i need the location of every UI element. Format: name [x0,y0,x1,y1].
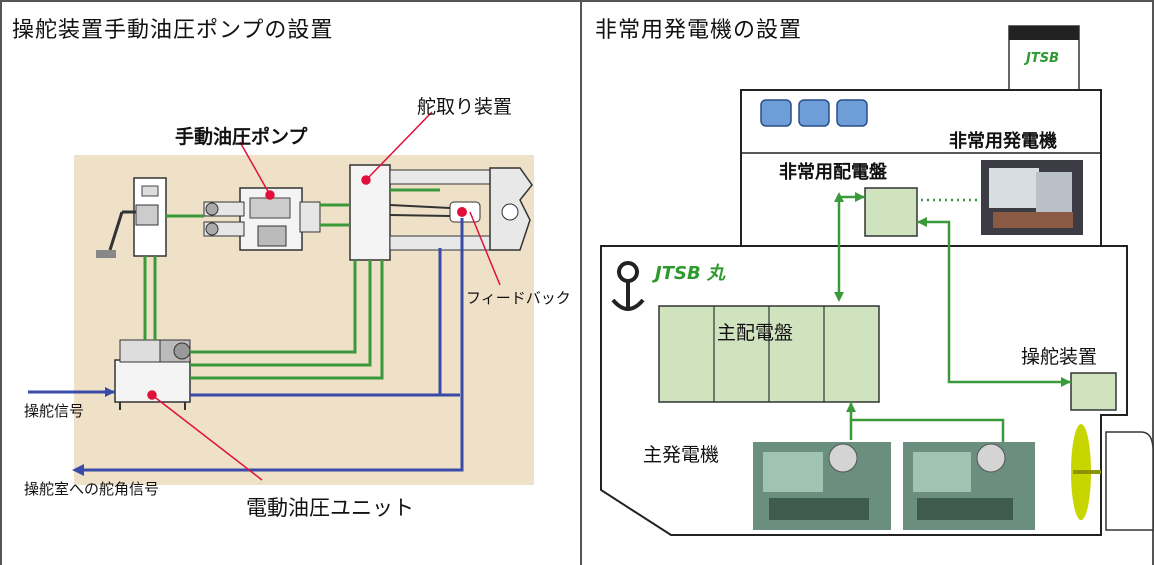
rudder-icon [1105,431,1154,531]
main-switchboard-box [658,305,880,403]
rudder-angle-arrowhead [72,464,84,476]
emergency-generator-photo [981,160,1083,235]
feedback-label: フィードバック [466,289,571,307]
emergency-switchboard-box [864,187,918,237]
frame-right [1152,0,1154,565]
power-unit-label: 電動油圧ユニット [246,496,414,520]
steering-signal-arrowhead [105,387,115,397]
hand-pump-diagram [28,111,534,485]
funnel-label: JTSB [1026,51,1059,66]
hand-pump-label: 手動油圧ポンプ [175,126,308,148]
blue-signal-lines [28,218,464,472]
steering-gear-label: 舵取り装置 [417,96,513,118]
emergency-switchboard-label: 非常用配電盤 [779,162,887,183]
electric-hydraulic-unit-icon [114,339,191,410]
rudder-angle-signal-label: 操舵室への舵角信号 [24,480,160,498]
panel-divider [580,0,582,565]
steering-signal-label: 操舵信号 [24,402,85,420]
green-hydraulic-pipes [143,188,440,380]
main-generator-label: 主発電機 [643,444,720,466]
control-stand-icon [96,177,167,258]
hand-pump-panel: 操舵装置手動油圧ポンプの設置 [12,18,571,520]
funnel-icon [1008,25,1080,91]
main-generator-photo-2 [903,442,1035,530]
right-panel-title: 非常用発電機の設置 [595,18,803,43]
bridge-windows [760,99,868,127]
hand-hydraulic-pump-icon [203,187,321,251]
red-pointers [147,111,501,481]
ship-diagram [600,25,1154,536]
frame-top [0,0,1154,2]
main-switchboard-label: 主配電盤 [717,322,794,344]
left-panel-title: 操舵装置手動油圧ポンプの設置 [12,18,334,43]
emergency-generator-panel: 非常用発電機の設置 [581,0,1154,565]
steering-gear-box-label: 操舵装置 [1021,346,1098,368]
anchor-icon [611,261,645,311]
emergency-generator-label: 非常用発電機 [949,131,1057,152]
ship-name: JTSB 丸 [655,263,725,284]
green-arrowheads [834,192,1071,412]
main-generator-photo-1 [753,442,891,530]
steering-gear-box [1070,372,1117,411]
frame-left [0,0,2,565]
